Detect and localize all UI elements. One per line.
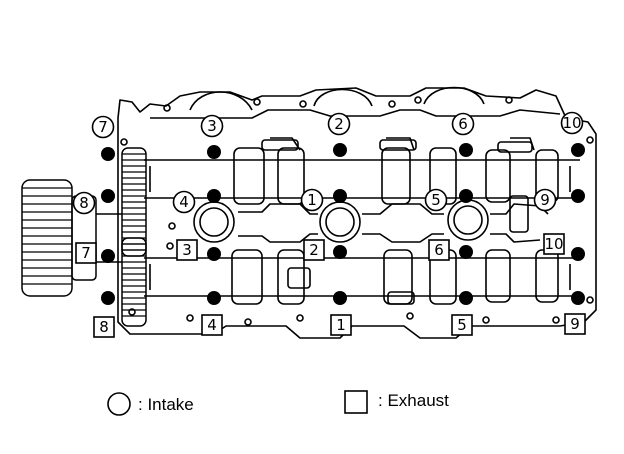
intake-bolt-marker-5: 5	[424, 188, 448, 212]
port-1	[189, 91, 253, 111]
intake-number: 6	[458, 115, 468, 133]
bolt-markers: 1 2 3 4 5 6 7 8 9 10 1 2 3 4 5 6 7 8 9 10	[72, 111, 586, 338]
legend-intake-symbol	[107, 392, 131, 416]
exhaust-number: 4	[207, 316, 217, 334]
intake-number: 7	[98, 118, 108, 136]
intake-bolt-marker-9: 9	[533, 188, 557, 212]
intake-number: 3	[207, 117, 217, 135]
bolt-dot	[207, 189, 221, 203]
intake-number: 1	[307, 191, 317, 209]
bolt-dot	[459, 245, 473, 259]
bolt-dot	[333, 189, 347, 203]
intake-circle	[451, 112, 475, 136]
intake-bolt-marker-2: 2	[327, 112, 351, 136]
exhaust-number: 6	[434, 241, 444, 259]
bolt-dot	[101, 291, 115, 305]
exhaust-bolt-marker-3: 3	[176, 239, 198, 261]
exhaust-bolt-marker-7: 7	[75, 242, 97, 264]
exhaust-number: 8	[99, 318, 109, 336]
plug-wells	[193, 195, 549, 243]
bolt-dot	[101, 189, 115, 203]
intake-number: 10	[562, 114, 581, 132]
exhaust-bolt-marker-2: 2	[303, 239, 325, 261]
legend-exhaust-symbol	[344, 390, 368, 414]
intake-circle	[327, 112, 351, 136]
exhaust-number: 2	[309, 241, 319, 259]
intake-circle	[300, 188, 324, 212]
intake-circle	[424, 188, 448, 212]
exhaust-bolt-marker-9: 9	[564, 313, 586, 335]
bolt-dot	[571, 143, 585, 157]
bolt-dot	[101, 249, 115, 263]
port-2	[313, 88, 373, 107]
exhaust-square	[176, 239, 198, 261]
exhaust-number: 1	[336, 316, 346, 334]
intake-circle	[533, 188, 557, 212]
exhaust-square	[330, 314, 352, 336]
intake-circle	[200, 114, 224, 138]
bolt-dot	[207, 145, 221, 159]
port-3	[423, 86, 485, 105]
exhaust-square	[543, 233, 565, 255]
cam-sprockets	[21, 147, 147, 327]
exhaust-number: 10	[544, 235, 563, 253]
intake-number: 9	[540, 191, 550, 209]
bolt-dot	[333, 245, 347, 259]
legend: : Intake : Exhaust	[107, 390, 449, 416]
intake-bolt-marker-8: 8	[72, 191, 96, 215]
intake-number: 8	[79, 194, 89, 212]
exhaust-bolt-marker-1: 1	[330, 314, 352, 336]
intake-circle	[72, 191, 96, 215]
exhaust-number: 7	[81, 244, 91, 262]
bolt-dot	[207, 291, 221, 305]
exhaust-square	[75, 242, 97, 264]
intake-number: 4	[179, 193, 189, 211]
exhaust-number: 3	[182, 241, 192, 259]
intake-number: 2	[334, 115, 344, 133]
exhaust-bolt-marker-4: 4	[201, 314, 223, 336]
bolt-dot	[459, 291, 473, 305]
intake-circle	[560, 111, 584, 135]
bolt-dot	[571, 189, 585, 203]
bolt-dot	[333, 143, 347, 157]
intake-bolt-marker-7: 7	[91, 115, 115, 139]
bolt-dot	[207, 247, 221, 261]
exhaust-square	[201, 314, 223, 336]
intake-bolt-marker-6: 6	[451, 112, 475, 136]
top-rail	[150, 109, 561, 119]
intake-number: 5	[431, 191, 441, 209]
legend-intake-label: : Intake	[138, 395, 194, 414]
head-outline	[117, 87, 597, 339]
exhaust-bolt-marker-5: 5	[451, 314, 473, 336]
bolt-dot	[101, 147, 115, 161]
bolt-dot	[571, 247, 585, 261]
intake-circle	[172, 190, 196, 214]
bolt-dot	[459, 143, 473, 157]
exhaust-number: 9	[570, 315, 580, 333]
exhaust-square	[93, 316, 115, 338]
intake-circle	[91, 115, 115, 139]
exhaust-bolt-marker-6: 6	[428, 239, 450, 261]
exhaust-square	[428, 239, 450, 261]
legend-exhaust-label: : Exhaust	[378, 391, 449, 410]
bolt-dot	[459, 189, 473, 203]
exhaust-square	[564, 313, 586, 335]
intake-bolt-marker-1: 1	[300, 188, 324, 212]
exhaust-bolt-marker-8: 8	[93, 316, 115, 338]
cylinder-head-drawing	[117, 86, 597, 339]
exhaust-square	[303, 239, 325, 261]
bolt-dot	[571, 291, 585, 305]
exhaust-bolt-marker-10: 10	[543, 233, 565, 255]
intake-bolt-marker-4: 4	[172, 190, 196, 214]
intake-bolt-marker-10: 10	[560, 111, 584, 135]
exhaust-number: 5	[457, 316, 467, 334]
exhaust-square	[451, 314, 473, 336]
intake-bolt-marker-3: 3	[200, 114, 224, 138]
bolt-dot	[333, 291, 347, 305]
